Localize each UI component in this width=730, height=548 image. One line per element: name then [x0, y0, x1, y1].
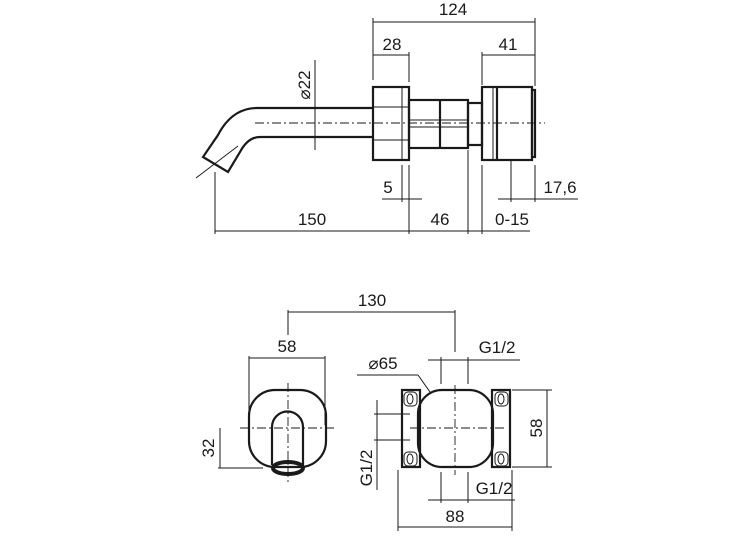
- dim-diameter-65: ⌀65: [368, 354, 397, 373]
- dim-17-6: 17,6: [543, 178, 576, 197]
- dim-124: 124: [439, 0, 467, 19]
- dim-88: 88: [446, 507, 465, 526]
- dim-0-15: 0-15: [495, 210, 529, 229]
- dimension-lines: [214, 18, 578, 234]
- dim-46: 46: [431, 210, 450, 229]
- dim-41: 41: [499, 35, 518, 54]
- dim-diameter-22: ⌀22: [295, 70, 314, 99]
- body: [480, 85, 537, 162]
- dim-130: 130: [358, 291, 386, 310]
- mixer-box: [416, 388, 495, 469]
- box-view: ⌀65 G1/2 G1/2 G1/2 58 88: [357, 338, 552, 531]
- spout-outlet: [270, 410, 305, 465]
- wall-plate: [247, 388, 328, 469]
- dim-150: 150: [298, 210, 326, 229]
- spout: [195, 106, 373, 179]
- dim-28: 28: [383, 35, 402, 54]
- dim-32: 32: [199, 439, 218, 458]
- dim-58-box: 58: [527, 419, 546, 438]
- side-view: 124 28 41 ⌀22 5 17,6 150 46 0-15: [195, 0, 578, 234]
- dim-5: 5: [383, 178, 392, 197]
- dim-g12-bottom: G1/2: [476, 479, 513, 498]
- dim-g12-left: G1/2: [357, 450, 376, 487]
- dim-58-plate: 58: [278, 337, 297, 356]
- connector: [407, 98, 484, 150]
- flange: [371, 85, 411, 162]
- front-view: 130 58 32: [199, 291, 456, 482]
- dim-g12-top: G1/2: [479, 338, 516, 357]
